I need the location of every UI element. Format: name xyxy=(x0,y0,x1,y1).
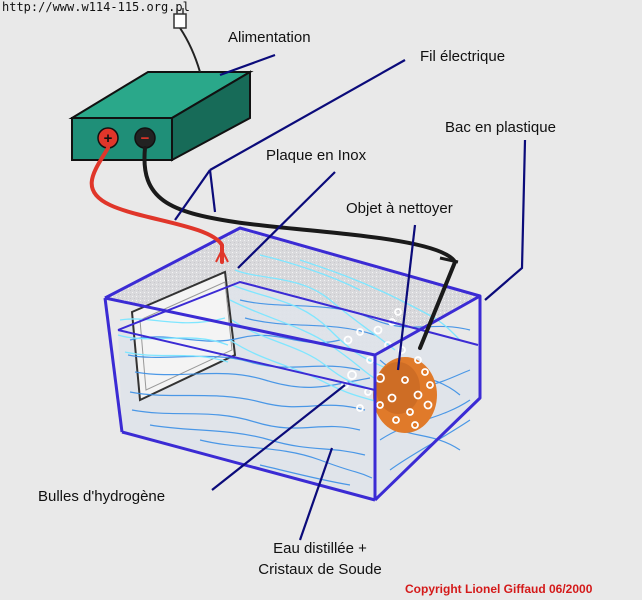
label-eau-line1: Eau distillée + xyxy=(273,540,367,557)
source-url: http://www.w114-115.org.pl xyxy=(2,0,190,14)
label-objet: Objet à nettoyer xyxy=(346,200,453,217)
red-wire xyxy=(89,146,224,264)
label-fil-electrique: Fil électrique xyxy=(420,48,506,65)
tank-edges xyxy=(103,226,482,502)
positive-terminal-symbol: + xyxy=(104,130,113,147)
copyright-notice: Copyright Lionel Giffaud 06/2000 xyxy=(405,582,593,596)
black-wire xyxy=(142,146,458,350)
tank-water-surface xyxy=(117,280,479,391)
object-to-clean xyxy=(373,357,437,433)
label-bulles: Bulles d'hydrogène xyxy=(38,488,166,505)
power-supply xyxy=(68,70,254,162)
label-alimentation: Alimentation xyxy=(228,29,311,46)
negative-terminal-symbol: − xyxy=(141,130,150,147)
label-eau-line2: Cristaux de Soude xyxy=(258,561,382,578)
label-plaque-inox: Plaque en Inox xyxy=(266,147,367,164)
leader-lines xyxy=(174,53,527,541)
power-cord xyxy=(173,8,201,73)
label-bac-plastique: Bac en plastique xyxy=(445,119,556,136)
stainless-plate xyxy=(130,270,237,402)
